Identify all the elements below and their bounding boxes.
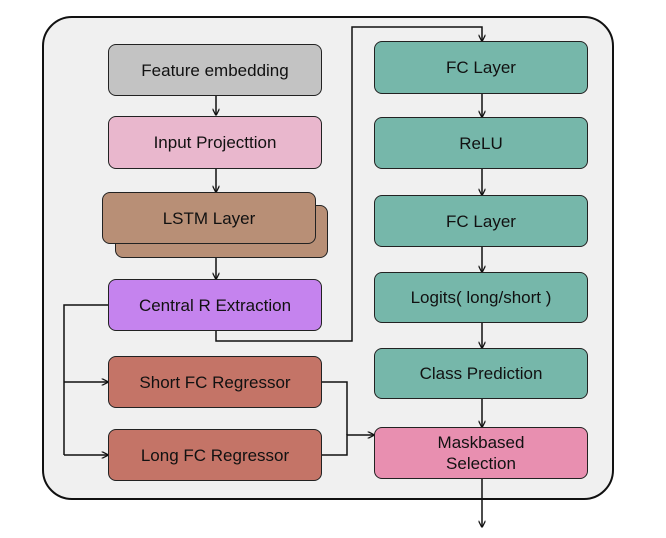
class-prediction-node: Class Prediction xyxy=(374,348,588,399)
line-short-to-selection xyxy=(322,381,348,435)
long-fc-regressor-node: Long FC Regressor xyxy=(108,429,322,481)
maskbased-selection-node: Maskbased Selection xyxy=(374,427,588,479)
lstm-layer-node: LSTM Layer xyxy=(102,192,316,244)
short-fc-regressor-node: Short FC Regressor xyxy=(108,356,322,408)
central-r-extraction-node: Central R Extraction xyxy=(108,279,322,331)
fc-layer-node-1: FC Layer xyxy=(374,41,588,94)
model-frame xyxy=(42,16,614,500)
fc-layer-node-2: FC Layer xyxy=(374,195,588,247)
feature-embedding-node: Feature embedding xyxy=(108,44,322,96)
arrow-long-to-selection xyxy=(322,435,374,456)
logits-node: Logits( long/short ) xyxy=(374,272,588,323)
relu-node: ReLU xyxy=(374,117,588,169)
arrow-extraction-to-fc-layer xyxy=(215,26,482,342)
input-projection-node: Input Projecttion xyxy=(108,116,322,169)
line-extraction-branch xyxy=(63,304,108,455)
